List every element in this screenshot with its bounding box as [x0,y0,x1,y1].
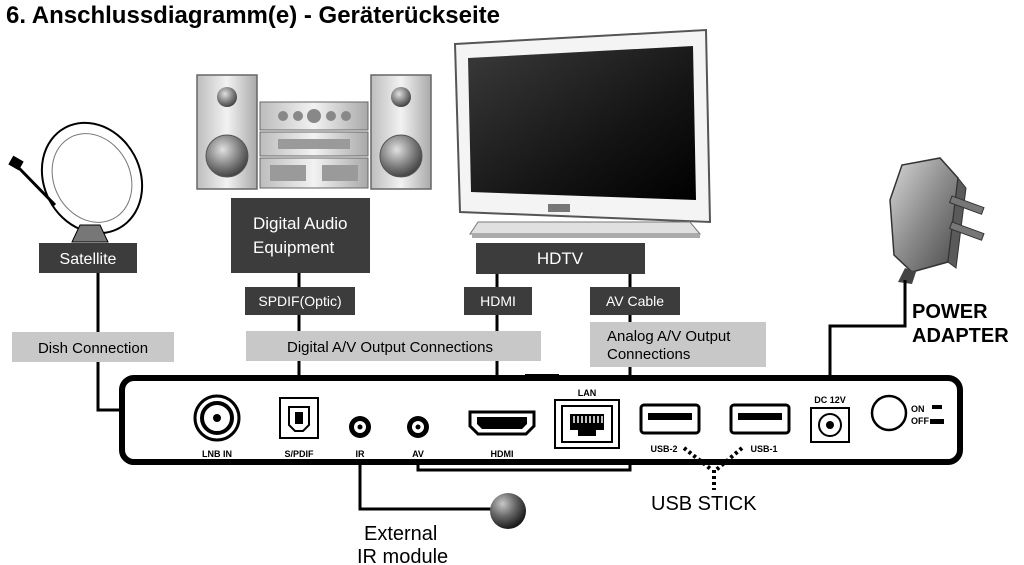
usb-1-label: USB-1 [750,444,777,454]
usb-stick-label: USB STICK [651,493,757,515]
dc-12v-port [810,407,850,443]
usb-2-port [639,403,701,435]
power-adapter-label-line1: POWER [912,301,988,323]
satellite-label-box [39,243,137,273]
audio-equipment-icon [196,74,432,190]
hdmi-port-label: HDMI [491,449,514,459]
lan-port-label: LAN [578,388,597,398]
hdtv-label: HDTV [537,249,584,268]
usb-1-port [729,403,791,435]
power-adapter-label-line2: ADAPTER [912,325,1009,347]
switch-on-label: ON [911,404,925,414]
spdif-port [279,397,319,439]
ir-port [349,416,371,438]
dish-connection-box [12,332,174,362]
av-port-label: AV [412,449,424,459]
lnb-in-port [193,394,241,442]
av-port [407,416,429,438]
analog-av-label-line2: Connections [607,346,690,363]
spdif-cable-label: SPDIF(Optic) [258,293,341,309]
av-cable-box [590,287,680,315]
ir-module-label-line1: External [364,523,437,545]
external-ir-module-icon [490,493,526,529]
switch-on-indicator [932,405,942,409]
audio-label-line2: Equipment [253,238,335,257]
hdmi-cable-box [464,287,532,315]
satellite-dish-icon [8,121,144,243]
spdif-port-label: S/PDIF [284,449,314,459]
hdmi-port [468,410,536,436]
power-adapter-icon [889,157,985,284]
satellite-label: Satellite [60,251,117,268]
power-switch[interactable] [870,394,908,432]
lnb-in-label: LNB IN [202,449,232,459]
analog-av-box [590,322,766,367]
spdif-cable-box [245,287,355,315]
hdtv-icon [453,28,712,238]
ir-port-label: IR [356,449,366,459]
av-cable-label: AV Cable [606,293,664,309]
audio-label-box [231,198,370,273]
power-cable [828,280,907,395]
dc-12v-label: DC 12V [814,395,846,405]
audio-label-line1: Digital Audio [253,214,348,233]
dish-connection-label: Dish Connection [38,340,148,357]
lan-port [554,399,620,449]
page-title: 6. Anschlussdiagramm(e) - Geräterückseit… [6,2,500,29]
usb-2-label: USB-2 [650,444,677,454]
hdmi-cable-label: HDMI [480,293,516,309]
switch-off-indicator [930,419,944,424]
ir-module-label-line2: IR module [357,546,448,565]
digital-av-box [246,331,541,361]
hdtv-label-box [476,243,645,274]
analog-av-label-line1: Analog A/V Output [607,328,731,345]
digital-av-label: Digital A/V Output Connections [287,339,493,356]
switch-off-label: OFF [911,416,929,426]
